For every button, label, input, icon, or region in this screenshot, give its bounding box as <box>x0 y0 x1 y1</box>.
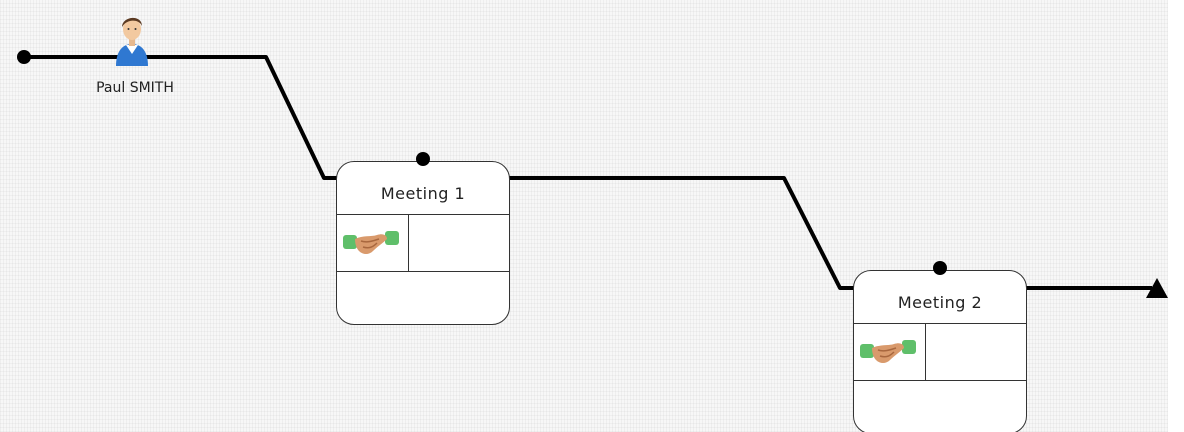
end-arrow-icon[interactable] <box>1146 278 1168 298</box>
meeting-1-port[interactable] <box>416 152 430 166</box>
meeting-body <box>337 214 509 272</box>
meeting-icon-cell <box>854 324 926 380</box>
user-icon <box>116 17 148 66</box>
meeting-node-1[interactable]: Meeting 1 <box>336 161 510 325</box>
meeting-icon-cell <box>337 215 409 271</box>
meeting-title: Meeting 1 <box>380 184 466 203</box>
meeting-body <box>854 323 1026 381</box>
meeting-2-port[interactable] <box>933 261 947 275</box>
meeting-title: Meeting 2 <box>897 293 983 312</box>
connector-meeting-1-to-meeting-2[interactable] <box>508 176 856 290</box>
actor[interactable]: Paul SMITH <box>80 8 200 98</box>
handshake-icon <box>860 340 916 363</box>
handshake-icon <box>343 231 399 254</box>
actor-name: Paul SMITH <box>96 80 174 96</box>
meeting-node-2[interactable]: Meeting 2 <box>853 270 1027 432</box>
